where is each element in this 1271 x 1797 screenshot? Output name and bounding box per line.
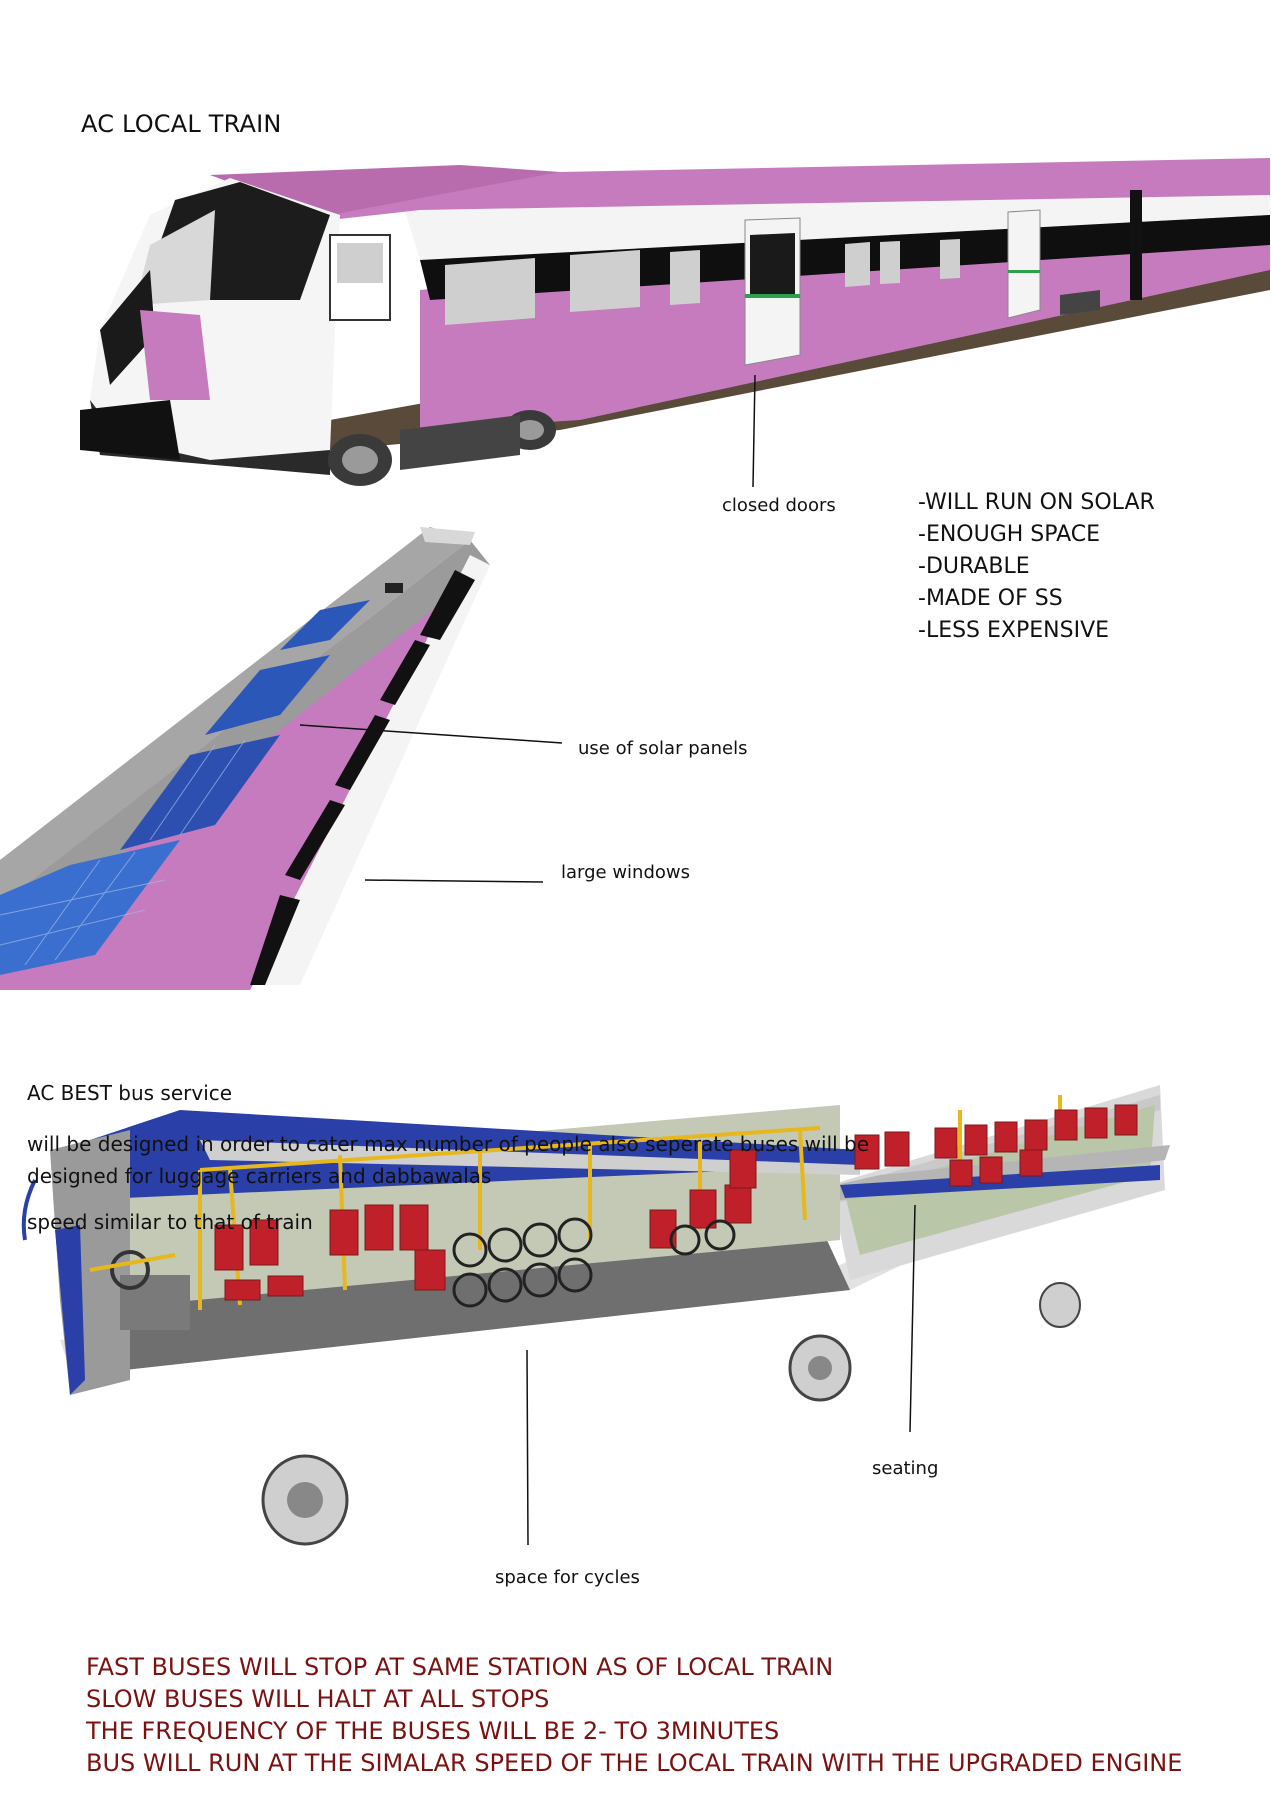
feature-item: -ENOUGH SPACE [918,522,1101,547]
solar-panel [280,600,370,650]
bus-title: AC BEST bus service [27,1081,233,1105]
note-line: THE FREQUENCY OF THE BUSES WILL BE 2- TO… [86,1717,780,1745]
note-line: SLOW BUSES WILL HALT AT ALL STOPS [86,1685,550,1713]
solar-panel [120,735,280,850]
label-seating: seating [872,1458,939,1479]
train-side-view [80,158,1270,486]
label-solar-panels: use of solar panels [578,738,748,759]
description-line: designed for luggage carriers and dabbaw… [27,1164,492,1188]
train-features-list: -WILL RUN ON SOLAR -ENOUGH SPACE -DURABL… [918,487,1155,647]
feature-item: -LESS EXPENSIVE [918,618,1110,643]
bus-description: will be designed in order to cater max n… [27,1128,869,1192]
bus-speed-note: speed similar to that of train [27,1210,313,1234]
label-space-for-cycles: space for cycles [495,1567,640,1588]
label-large-windows: large windows [561,862,691,883]
feature-item: -WILL RUN ON SOLAR [918,490,1155,515]
note-line: FAST BUSES WILL STOP AT SAME STATION AS … [86,1653,834,1681]
feature-item: -MADE OF SS [918,586,1063,611]
leader-lines [299,374,916,1546]
bottom-notes: FAST BUSES WILL STOP AT SAME STATION AS … [86,1651,1182,1779]
wheels [261,1282,1081,1546]
solar-panel [205,655,330,735]
note-line: BUS WILL RUN AT THE SIMALAR SPEED OF THE… [86,1749,1183,1777]
seats [214,1104,1138,1301]
train-title: AC LOCAL TRAIN [81,110,282,138]
bicycle-rack [452,1217,736,1308]
articulated-bus [21,1085,1170,1546]
feature-item: -DURABLE [918,554,1030,579]
label-closed-doors: closed doors [722,495,836,516]
solar-panel [0,840,180,975]
train-roof-view [0,527,490,990]
description-line: will be designed in order to cater max n… [27,1132,870,1156]
